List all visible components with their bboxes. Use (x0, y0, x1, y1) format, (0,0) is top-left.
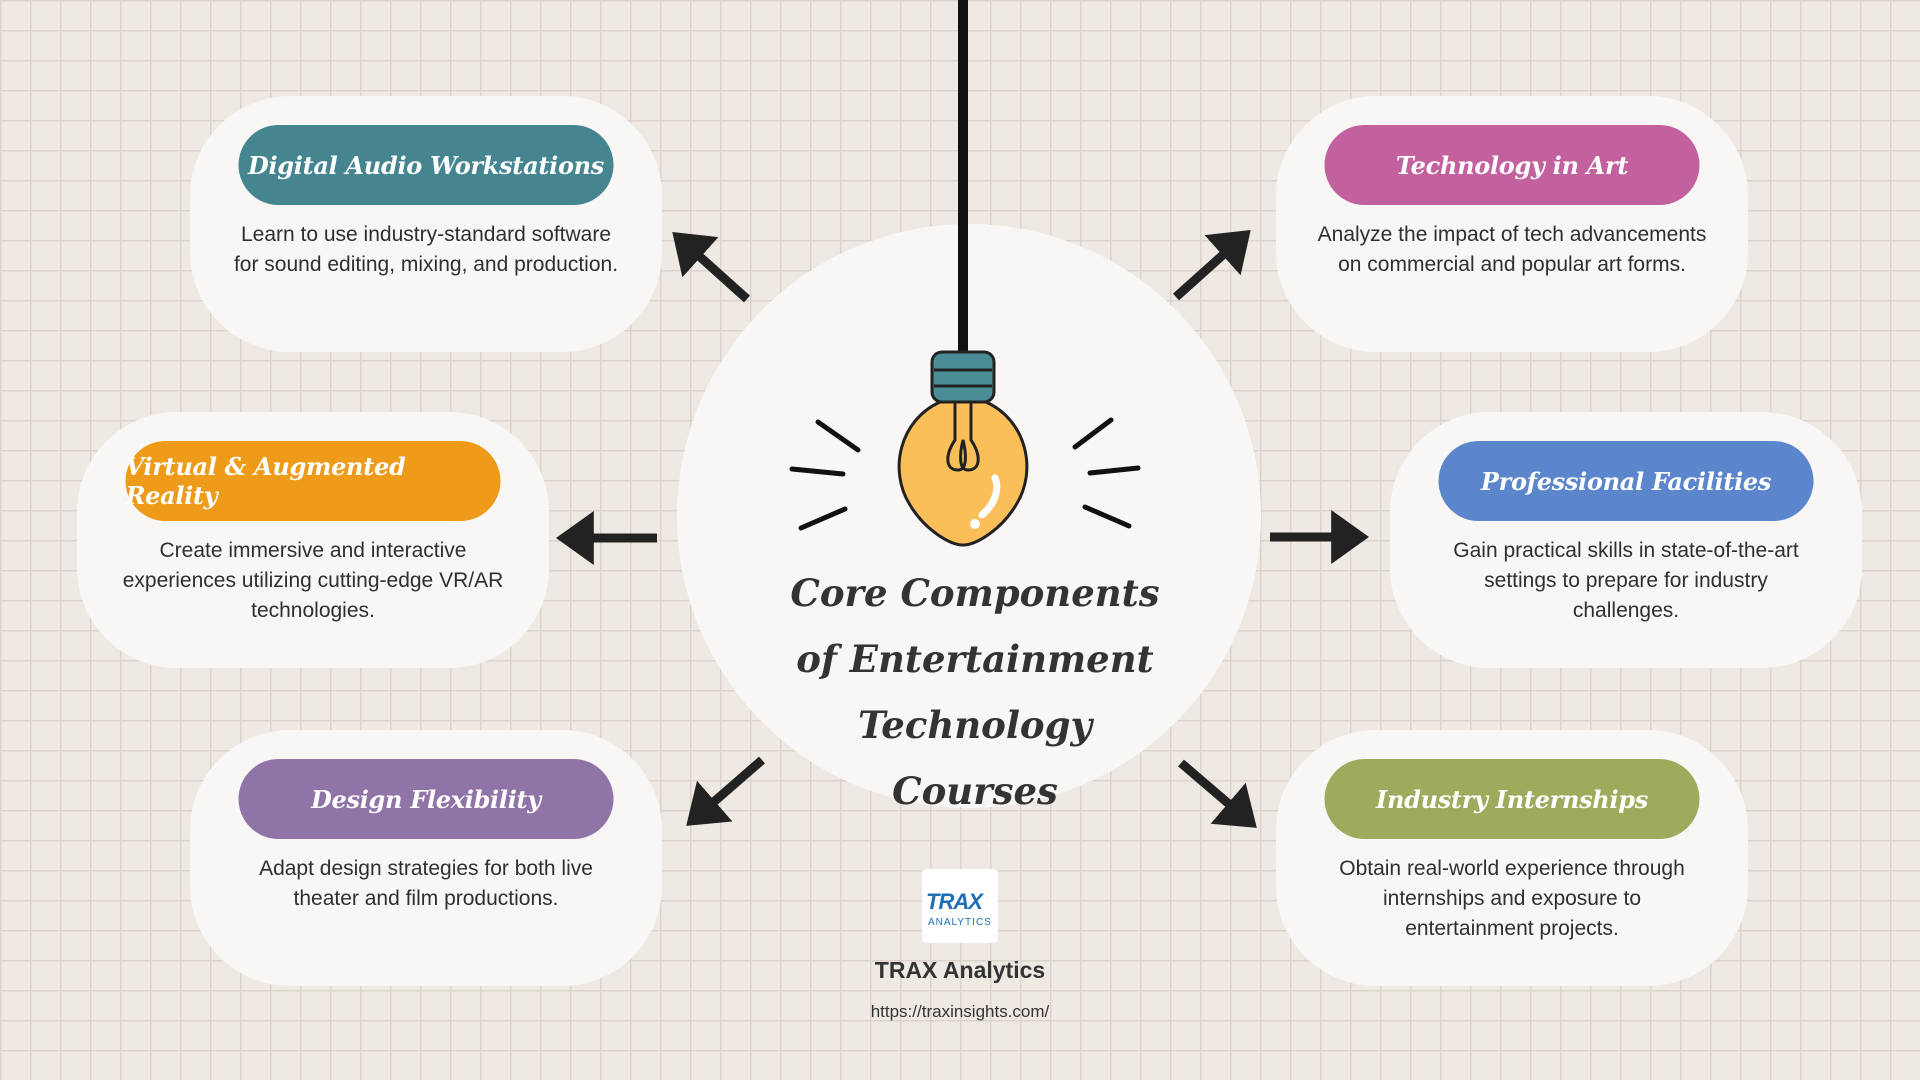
arrows (556, 229, 1369, 828)
card-description: Adapt design strategies for both live th… (259, 857, 593, 910)
card-description: Gain practical skills in state-of-the-ar… (1453, 539, 1799, 622)
arrow-icon (686, 756, 765, 826)
brand-name: TRAX Analytics (874, 957, 1046, 983)
card-description: Analyze the impact of tech advancements … (1317, 223, 1707, 276)
card-title-pill: Technology in Art (1324, 125, 1700, 205)
card-design-flexibility: Design Flexibility Adapt design strategi… (190, 730, 662, 986)
arrow-icon (1172, 229, 1251, 301)
card-title-pill: Design Flexibility (238, 759, 614, 839)
card-digital-audio-workstations: Digital Audio Workstations Learn to use … (190, 96, 662, 352)
logo-subtext: ANALYTICS (928, 917, 992, 928)
card-description: Create immersive and interactive experie… (122, 539, 504, 622)
card-technology-in-art: Technology in Art Analyze the impact of … (1276, 96, 1748, 352)
lightbulb-icon (897, 350, 1029, 547)
card-title-pill: Digital Audio Workstations (238, 125, 614, 205)
light-rays (789, 417, 1141, 531)
card-title-pill: Industry Internships (1324, 759, 1700, 839)
trax-logo: TRAX ANALYTICS (922, 869, 998, 943)
center-title: Core Components of Entertainment Technol… (790, 571, 1160, 813)
card-industry-internships: Industry Internships Obtain real-world e… (1276, 730, 1748, 986)
brand-url[interactable]: https://traxinsights.com/ (870, 1002, 1050, 1021)
card-title-pill: Professional Facilities (1438, 441, 1814, 521)
logo-wordmark: TRAX (926, 889, 983, 914)
card-virtual-augmented-reality: Virtual & Augmented Reality Create immer… (77, 412, 549, 668)
card-professional-facilities: Professional Facilities Gain practical s… (1390, 412, 1862, 668)
arrow-icon (672, 231, 751, 303)
arrow-icon (1178, 759, 1257, 828)
card-title-pill: Virtual & Augmented Reality (125, 441, 501, 521)
card-description: Obtain real-world experience through int… (1339, 857, 1685, 940)
card-description: Learn to use industry-standard software … (233, 223, 619, 276)
